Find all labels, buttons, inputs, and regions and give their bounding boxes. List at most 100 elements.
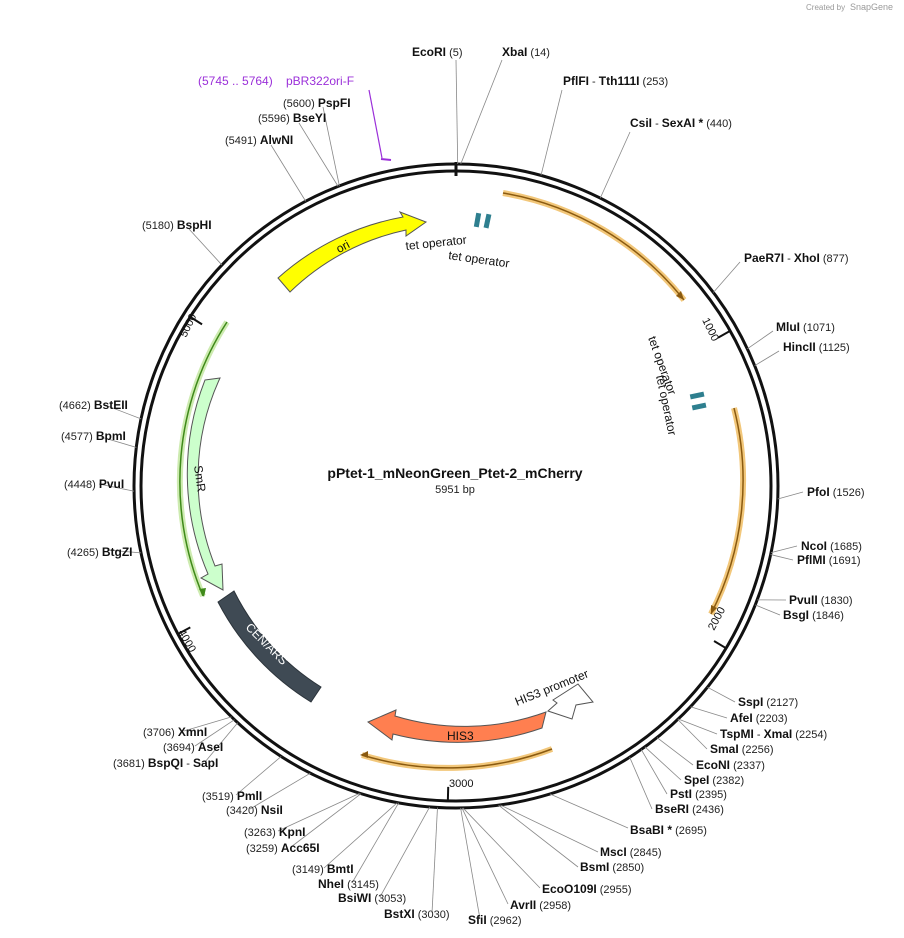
enzyme-bmti-part-1: BmtI — [327, 862, 354, 876]
enzyme-paer7i-part-2: XhoI — [794, 251, 820, 265]
orf-top-outline — [502, 190, 687, 302]
enzyme-pflmi-part-1: (1691) — [826, 555, 861, 567]
enzyme-leader-xmni — [183, 716, 232, 732]
orf-right-outline — [708, 407, 747, 616]
enzyme-label-bsabi: BsaBI * (2695) — [630, 823, 707, 837]
enzyme-leader-mlui — [747, 330, 774, 350]
tet-operator-4-mark — [691, 402, 707, 411]
enzyme-ecori-part-0: EcoRI — [412, 45, 446, 59]
enzyme-leader-bsteii — [104, 404, 142, 420]
enzyme-bstxi-part-0: BstXI — [384, 907, 415, 921]
enzyme-bpmi-part-1: BpmI — [96, 429, 126, 443]
orf-top-head — [676, 291, 684, 300]
scale-tick-label-3: 3000 — [449, 778, 473, 790]
enzyme-leader-pvui — [98, 483, 135, 492]
enzyme-asei-part-0: (3694) — [163, 742, 198, 754]
enzyme-label-ncoi: NcoI (1685) — [801, 539, 862, 553]
enzyme-label-xbai: XbaI (14) — [502, 45, 550, 59]
orf-left-head — [199, 588, 206, 597]
enzyme-pmli-part-0: (3519) — [202, 791, 237, 803]
scale-tick-1 — [717, 329, 731, 339]
enzyme-afei-part-0: AfeI — [730, 711, 753, 725]
primer-leader — [368, 89, 383, 159]
enzyme-leader-hincii — [754, 350, 780, 367]
enzyme-paer7i-part-3: (877) — [820, 253, 849, 265]
enzyme-leader-bsiwi — [379, 806, 431, 898]
enzyme-label-pvui: (4448) PvuI — [64, 477, 124, 491]
his3-promoter-feature — [547, 683, 594, 720]
enzyme-leader-asei — [194, 719, 235, 747]
tet-operator-2-mark — [483, 213, 492, 229]
enzyme-tspmi-part-1: - — [754, 729, 764, 741]
enzyme-label-bspqi: (3681) BspQI - SapI — [113, 756, 218, 770]
enzyme-btgzi-part-1: BtgZI — [102, 545, 133, 559]
enzyme-sspi-part-1: (2127) — [763, 697, 798, 709]
enzyme-sspi-part-0: SspI — [738, 695, 763, 709]
enzyme-bseri-part-1: (2436) — [689, 804, 724, 816]
enzyme-spei-part-1: (2382) — [709, 775, 744, 787]
enzyme-csii-part-2: SexAI * — [662, 116, 704, 130]
enzyme-xmni-part-0: (3706) — [143, 727, 178, 739]
enzyme-leader-bstxi — [431, 807, 438, 914]
enzyme-pvui-part-1: PvuI — [99, 477, 124, 491]
enzyme-afei-part-1: (2203) — [753, 713, 788, 725]
enzyme-bseyi-part-1: BseYI — [293, 111, 326, 125]
enzyme-label-bmti: (3149) BmtI — [292, 862, 354, 876]
ori-feature — [277, 211, 428, 293]
enzyme-leader-psti — [640, 749, 668, 795]
enzyme-label-mlui: MluI (1071) — [776, 320, 835, 334]
enzyme-econi-part-1: (2337) — [730, 760, 765, 772]
enzyme-label-bsmi: BsmI (2850) — [580, 860, 644, 874]
enzyme-label-nhei: NheI (3145) — [318, 877, 379, 891]
scale-tick-label-1: 1000 — [699, 316, 721, 343]
enzyme-nsii-part-0: (3420) — [226, 805, 261, 817]
enzyme-label-bseyi: (5596) BseYI — [258, 111, 326, 125]
smr-label: SmR — [191, 464, 209, 493]
enzyme-pflfi-part-3: (253) — [639, 76, 668, 88]
enzyme-leader-bseri — [629, 757, 653, 810]
enzyme-label-bpmi: (4577) BpmI — [61, 429, 126, 443]
enzyme-label-econi: EcoNI (2337) — [696, 758, 765, 772]
enzyme-label-csii: CsiI - SexAI * (440) — [630, 116, 732, 130]
enzyme-leader-pflmi — [770, 554, 794, 561]
enzyme-csii-part-0: CsiI — [630, 116, 652, 130]
enzyme-leader-sfii — [460, 807, 481, 920]
orf-bottom-line — [361, 748, 553, 769]
enzyme-bsteii-part-0: (4662) — [59, 400, 94, 412]
enzyme-nsii-part-1: NsiI — [261, 803, 283, 817]
tet-operator-1-label: tet operator — [405, 233, 468, 253]
enzyme-bseri-part-0: BseRI — [655, 802, 689, 816]
smr-feature — [186, 377, 224, 591]
scale-tick-label-2: 2000 — [706, 605, 728, 632]
enzyme-leader-bseyi — [298, 122, 339, 187]
enzyme-label-avrii: AvrII (2958) — [510, 898, 571, 912]
enzyme-bsgi-part-1: (1846) — [809, 610, 844, 622]
enzyme-pvui-part-0: (4448) — [64, 479, 99, 491]
his3-feature — [367, 709, 547, 743]
enzyme-label-pfoi: PfoI (1526) — [807, 485, 865, 499]
enzyme-leader-kpni — [277, 792, 360, 832]
enzyme-pvuii-part-0: PvuII — [789, 593, 818, 607]
enzyme-label-sspi: SspI (2127) — [738, 695, 798, 709]
enzyme-pfoi-part-0: PfoI — [807, 485, 830, 499]
enzyme-label-bsteii: (4662) BstEII — [59, 398, 128, 412]
enzyme-leader-csii — [599, 131, 631, 199]
cen-ars-feature — [217, 590, 322, 703]
enzyme-kpni-part-0: (3263) — [244, 827, 279, 839]
enzyme-alwni-part-0: (5491) — [225, 135, 260, 147]
enzyme-label-msci: MscI (2845) — [600, 845, 662, 859]
enzyme-smai-part-0: SmaI — [710, 742, 739, 756]
enzyme-avrii-part-1: (2958) — [536, 900, 571, 912]
orf-bottom-head — [360, 751, 368, 758]
enzyme-mlui-part-0: MluI — [776, 320, 800, 334]
enzyme-bsabi-part-1: (2695) — [672, 825, 707, 837]
snapgene-brand: SnapGene — [850, 2, 893, 12]
enzyme-label-hincii: HincII (1125) — [783, 340, 850, 354]
enzyme-leader-bmti — [323, 802, 398, 869]
enzyme-bsiwi-part-0: BsiWI — [338, 891, 371, 905]
enzyme-asei-part-1: AseI — [198, 740, 223, 754]
enzyme-leader-tspmi — [678, 718, 718, 735]
enzyme-xbai-part-1: (14) — [527, 47, 550, 59]
enzyme-pflmi-part-0: PflMI — [797, 553, 826, 567]
tet-operator-1-mark — [473, 212, 482, 228]
